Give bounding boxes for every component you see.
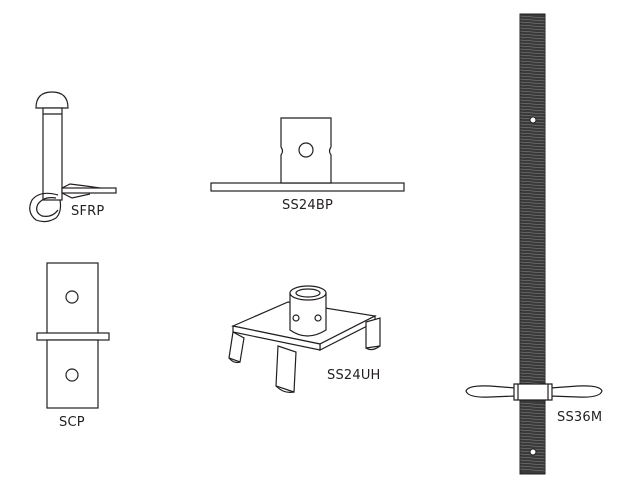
sfrp-pin-illustration — [29, 91, 117, 223]
ss24bp-base-plate-illustration — [210, 117, 405, 192]
ss36m-label: SS36M — [557, 410, 603, 425]
ss24bp-label: SS24BP — [282, 198, 334, 213]
ss36m-screw-jack-illustration — [465, 13, 603, 475]
scp-coupling-pin-illustration — [36, 262, 110, 409]
ss24uh-label: SS24UH — [327, 368, 381, 383]
thread-lines — [519, 15, 546, 472]
scp-label: SCP — [59, 415, 85, 430]
ss24uh-u-head-illustration — [228, 285, 381, 393]
sfrp-label: SFRP — [71, 204, 105, 219]
